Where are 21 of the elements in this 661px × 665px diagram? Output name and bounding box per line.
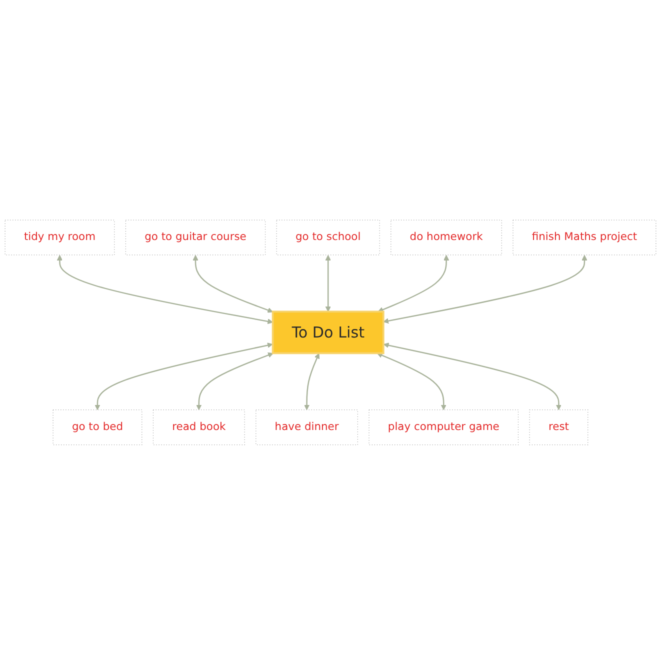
arrow xyxy=(192,255,274,313)
node-box: go to school xyxy=(276,220,380,256)
node-box: do homework xyxy=(390,220,502,256)
arrow xyxy=(383,342,562,410)
node-box: To Do List xyxy=(272,310,384,354)
arrow xyxy=(383,255,588,324)
node-box: tidy my room xyxy=(4,220,115,256)
node-box: rest xyxy=(529,410,588,446)
arrow xyxy=(376,352,446,410)
arrow xyxy=(56,255,274,324)
arrow xyxy=(94,342,273,410)
node-box: have dinner xyxy=(256,410,358,446)
arrow xyxy=(325,255,331,312)
arrow xyxy=(378,255,450,312)
node-box: go to guitar course xyxy=(125,220,266,256)
node-box: read book xyxy=(152,410,245,446)
node-box: go to bed xyxy=(52,410,142,446)
arrow xyxy=(304,353,320,410)
node-box: finish Maths project xyxy=(512,220,656,256)
arrow xyxy=(196,352,274,410)
node-box: play computer game xyxy=(368,410,519,446)
